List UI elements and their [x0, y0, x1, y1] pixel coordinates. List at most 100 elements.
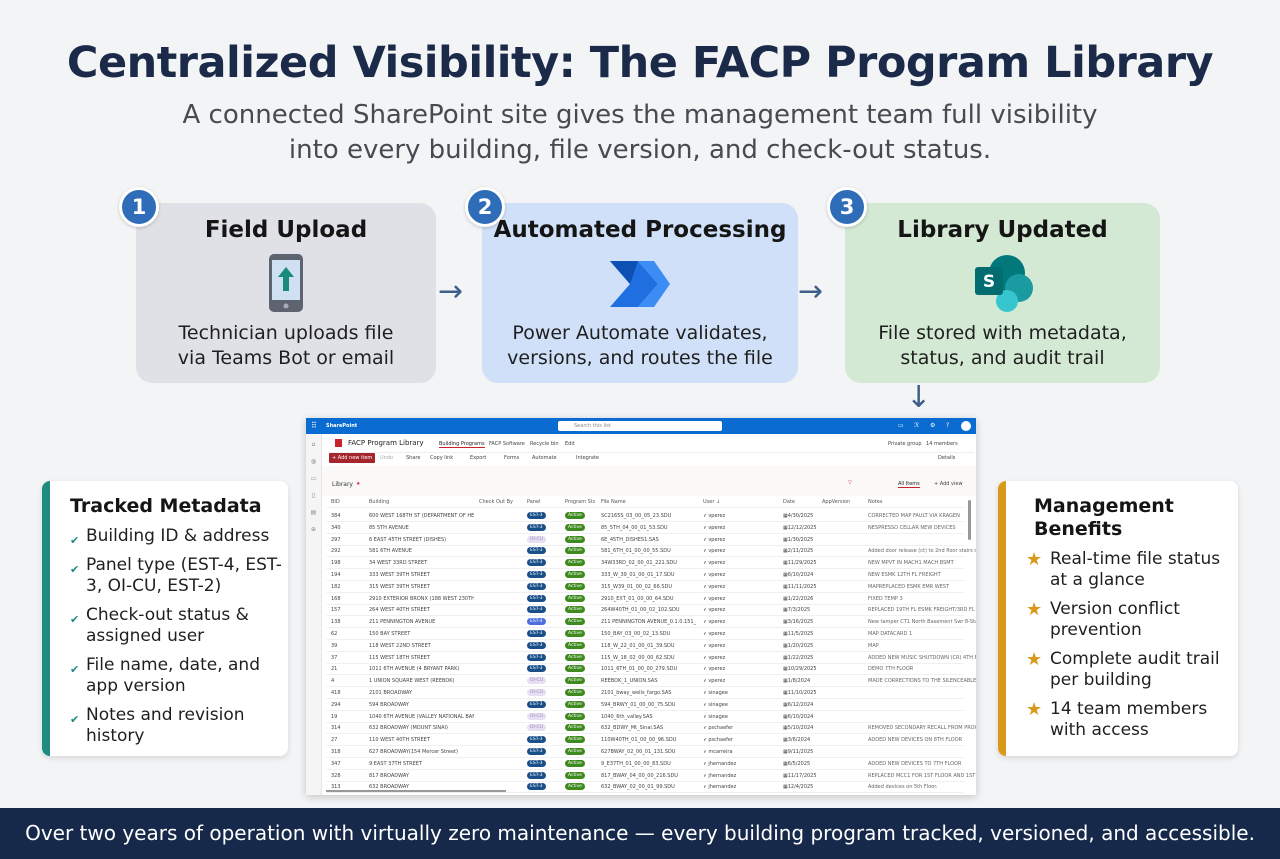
file-name-cell: 581_6TH_01_00_00_55.SDU — [601, 548, 671, 555]
file-icon[interactable]: ▯ — [311, 492, 316, 499]
site-title[interactable]: FACP Program Library — [348, 439, 424, 447]
column-header[interactable]: Date — [783, 499, 795, 505]
nav-edit[interactable]: Edit — [565, 441, 575, 447]
help-icon[interactable]: ? — [946, 422, 950, 429]
add-icon[interactable]: ⊕ — [310, 526, 317, 533]
column-header[interactable]: User ↓ — [703, 499, 721, 505]
date-cell: ▦4/30/2025 — [783, 513, 814, 519]
integrate-button[interactable]: Integrate — [576, 455, 600, 461]
database-icon[interactable]: ▤ — [310, 509, 317, 516]
notes-cell: MAP DATACARD 1 — [868, 631, 913, 637]
library-heading: Library — [332, 481, 353, 488]
nav-facp-software[interactable]: FACP Software — [489, 441, 525, 447]
nav-recycle-bin[interactable]: Recycle bin — [530, 441, 559, 447]
forms-button[interactable]: Forms — [504, 455, 520, 461]
building-cell: 1011 6TH AVENUE (4 BRYANT PARK) — [369, 666, 460, 673]
status-badge: Active — [565, 618, 585, 626]
avatar[interactable] — [961, 421, 971, 431]
add-view-button[interactable]: + Add view — [934, 481, 963, 487]
tracked-metadata-card: Tracked Metadata ✔Building ID & address✔… — [42, 481, 288, 756]
megaphone-icon[interactable]: ▭ — [898, 422, 904, 429]
file-name-cell: 817_BWAY_04_00_00_216.SDU — [601, 772, 678, 779]
column-header[interactable]: Building — [369, 499, 390, 505]
filter-icon[interactable]: ▽ — [848, 480, 852, 486]
notes-cell: MAPREPLACED ESMK EMR WEST — [868, 583, 950, 590]
building-cell: 627 BROADWAY(154 Mercer Street) — [369, 749, 458, 755]
app-launcher-icon[interactable]: ⠿ — [311, 421, 317, 430]
list-item: ★14 team members with access — [1026, 699, 1208, 740]
share-button[interactable]: Share — [406, 455, 421, 461]
app-name: SharePoint — [326, 423, 358, 429]
details-button[interactable]: Details — [938, 455, 956, 461]
column-header[interactable]: BID — [331, 499, 340, 505]
search-input[interactable]: Search this list — [558, 421, 722, 431]
globe-icon[interactable]: ◍ — [310, 458, 317, 465]
automate-button[interactable]: Automate — [532, 455, 557, 461]
feed-icon[interactable]: ▭ — [310, 475, 317, 482]
date-cell: ▦1/20/2025 — [783, 642, 814, 649]
copy-link-button[interactable]: Copy link — [430, 455, 454, 461]
horizontal-scrollbar[interactable] — [326, 790, 506, 792]
settings-icon[interactable]: ⚙ — [930, 422, 936, 429]
status-badge: Active — [565, 677, 585, 685]
column-header[interactable]: Panel — [527, 499, 541, 505]
status-badge: Active — [565, 700, 585, 708]
members-link[interactable]: 14 members — [926, 441, 958, 447]
date-cell: ▦12/4/2025 — [783, 784, 814, 791]
panel-badge: EST-3 — [527, 665, 546, 673]
vertical-scrollbar[interactable] — [968, 500, 971, 540]
building-cell: 34 WEST 33RD STREET — [369, 560, 428, 567]
column-header[interactable]: AppVersion — [822, 499, 851, 505]
feedback-icon[interactable]: ℛ — [914, 422, 919, 429]
panel-badge: EST-3 — [527, 748, 546, 755]
home-icon[interactable]: ⌂ — [311, 441, 316, 448]
subtitle-line-2: into every building, file version, and c… — [288, 135, 992, 165]
id-cell: 384 — [331, 513, 341, 519]
export-button[interactable]: Export — [470, 455, 487, 461]
nav-building-programs[interactable]: Building Programs — [439, 441, 485, 448]
favorite-star-icon[interactable]: ★ — [356, 481, 361, 487]
column-header[interactable]: Notes — [868, 499, 883, 505]
add-new-item-button[interactable]: + Add new item — [329, 453, 376, 463]
column-header[interactable]: File Name — [601, 499, 626, 505]
file-name-cell: 115_W_18_02_00_00_62.SDU — [601, 654, 675, 661]
date-cell: ▦6/5/2025 — [783, 760, 811, 767]
status-badge: Active — [565, 748, 585, 755]
column-header[interactable]: Check Out By — [479, 499, 514, 505]
arrow-right-icon: → — [798, 274, 824, 309]
file-name-cell: 150_BAY_03_00_02_13.SDU — [601, 631, 671, 637]
column-header[interactable]: Program Status — [565, 499, 595, 505]
date-cell: ▦12/12/2025 — [783, 524, 817, 531]
view-selector[interactable]: All Items — [898, 481, 920, 488]
undo-button[interactable]: Undo — [380, 455, 394, 461]
list-item: ★Complete audit trail per building — [1026, 649, 1220, 690]
date-cell: ▦3/6/2024 — [783, 737, 811, 744]
file-name-cell: 627BWAY_02_00_01_131.SDU — [601, 749, 676, 755]
footer-banner: Over two years of operation with virtual… — [0, 808, 1280, 859]
